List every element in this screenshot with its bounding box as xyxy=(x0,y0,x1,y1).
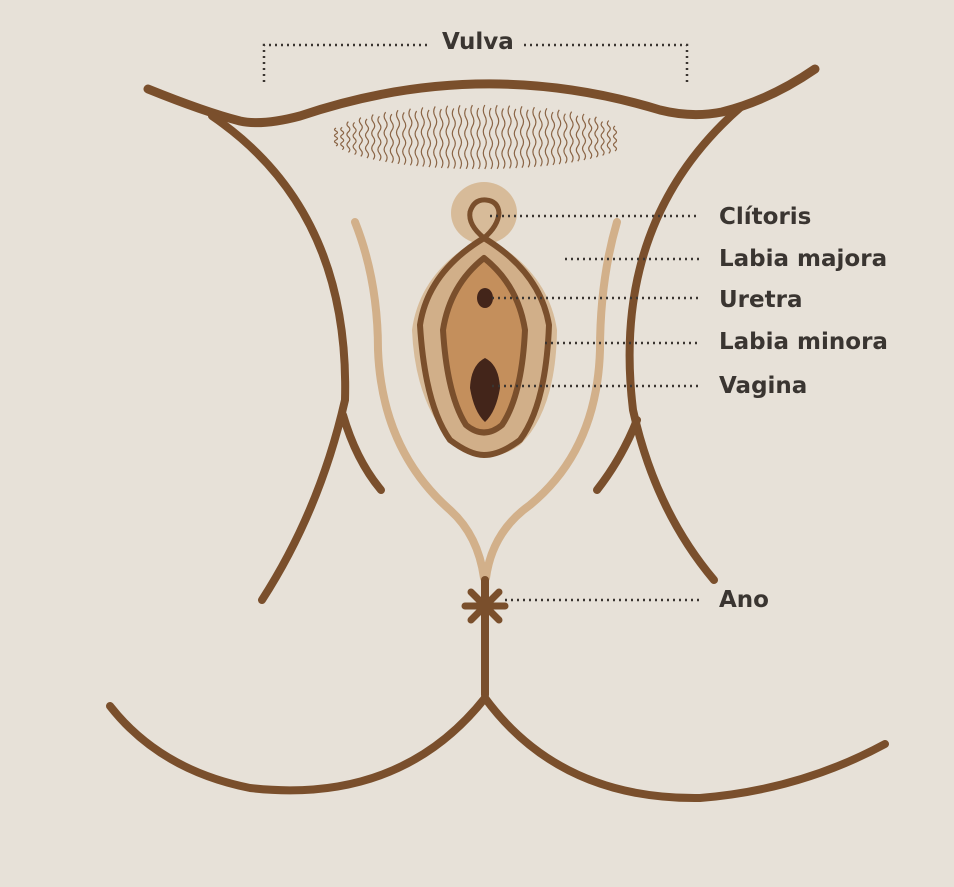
hair-strand xyxy=(563,113,568,164)
hair-strand xyxy=(352,121,357,156)
hair-strand xyxy=(358,117,363,157)
hair-strand xyxy=(346,121,351,153)
hair-strand xyxy=(414,110,419,167)
hair-strand xyxy=(544,108,549,166)
hair-strand xyxy=(594,116,599,158)
anus-symbol xyxy=(461,582,509,628)
labia-minora-inner xyxy=(440,255,528,436)
label-vagina: Vagina xyxy=(719,373,808,399)
right-thigh-crease xyxy=(593,416,641,494)
hair-strand xyxy=(476,107,481,170)
hair-strand xyxy=(569,111,574,163)
hair-strand xyxy=(495,104,500,170)
hair-strand xyxy=(488,107,494,170)
leader-lines xyxy=(262,43,700,602)
clitoris-loop xyxy=(467,197,502,241)
pubic-hair xyxy=(333,104,618,170)
hair-strand xyxy=(526,109,531,168)
hair-strand xyxy=(408,108,413,166)
hair-strand xyxy=(457,104,463,170)
hair-strand xyxy=(383,111,388,163)
waist-curve xyxy=(143,64,820,128)
hair-strand xyxy=(482,104,487,170)
hair-strand xyxy=(451,108,456,169)
hair-strand xyxy=(340,126,345,151)
hair-strand xyxy=(420,107,425,167)
right-buttock-curve xyxy=(481,694,889,803)
left-thigh-crease xyxy=(339,411,385,494)
hair-strand xyxy=(612,125,618,152)
label-labia-majora: Labia majora xyxy=(719,246,888,272)
hair-strand xyxy=(538,110,543,167)
hair-strand xyxy=(507,105,512,169)
hair-strand xyxy=(439,108,444,169)
left-groin-fold xyxy=(351,218,488,582)
hair-strand xyxy=(513,108,518,169)
hair-strand xyxy=(464,107,469,170)
hair-strand xyxy=(371,114,376,160)
hair-strand xyxy=(402,112,407,165)
right-groin-fold xyxy=(482,218,621,582)
clitoral-hood-shadow xyxy=(451,182,517,244)
hair-strand xyxy=(550,111,556,166)
hair-strand xyxy=(470,104,475,170)
hair-strand xyxy=(532,106,537,168)
hair-strand xyxy=(364,118,370,159)
urethra-opening xyxy=(477,288,493,308)
hair-strand xyxy=(389,113,394,164)
hair-strand xyxy=(377,115,382,162)
hair-strand xyxy=(557,109,562,165)
left-buttock-curve xyxy=(106,694,489,795)
vulva-bracket xyxy=(262,43,689,82)
label-uretra: Uretra xyxy=(719,287,803,313)
hair-strand xyxy=(501,108,506,169)
hair-strand xyxy=(581,113,587,161)
label-vulva: Vulva xyxy=(442,29,514,55)
label-ano: Ano xyxy=(719,587,769,613)
hair-strand xyxy=(333,127,339,147)
hair-strand xyxy=(600,121,605,156)
hair-strand xyxy=(426,109,432,168)
right-thigh-line xyxy=(625,102,746,584)
label-clitoris: Clítoris xyxy=(719,204,812,230)
vaginal-opening xyxy=(470,358,500,422)
hair-strand xyxy=(445,105,450,169)
hair-strand xyxy=(588,117,593,160)
label-labia-minora: Labia minora xyxy=(719,329,888,355)
hair-strand xyxy=(606,120,611,154)
hair-strand xyxy=(395,109,401,165)
hair-strand xyxy=(519,105,525,169)
left-thigh-line xyxy=(208,112,350,604)
hair-strand xyxy=(575,115,580,162)
hair-strand xyxy=(433,106,438,168)
